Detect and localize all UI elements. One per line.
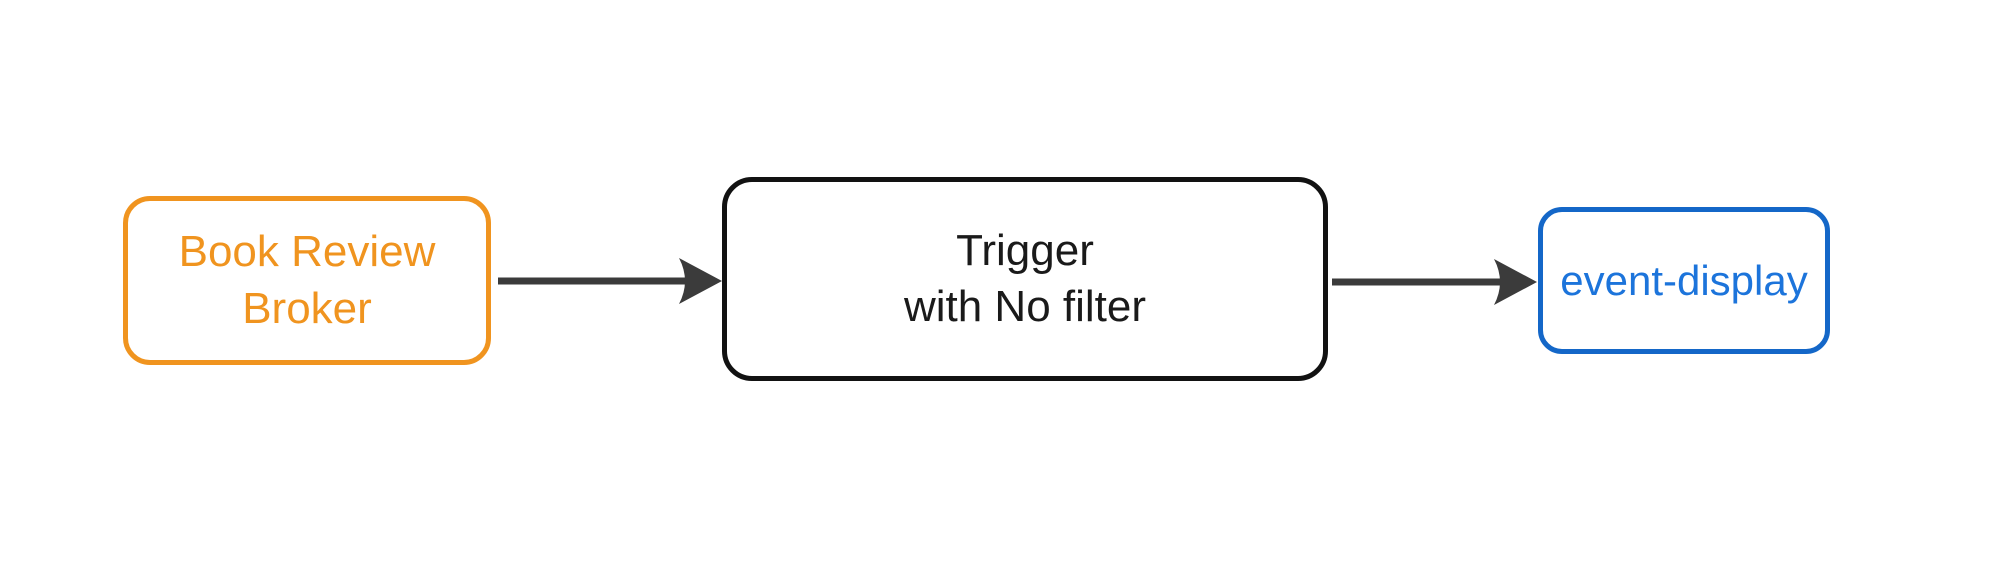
node-trigger-with-no-filter: Trigger with No filter xyxy=(722,177,1328,381)
node-label-line1: event-display xyxy=(1560,256,1808,304)
node-label-line1: Book Review xyxy=(178,227,436,277)
arrowhead-icon xyxy=(1494,259,1537,305)
node-label-line1: Trigger xyxy=(956,225,1094,275)
node-label-line2: with No filter xyxy=(903,282,1147,331)
node-label-line2: Broker xyxy=(242,283,372,333)
edge-trigger-to-event-display xyxy=(1332,259,1537,305)
node-event-display: event-display xyxy=(1538,207,1830,354)
node-book-review-broker: Book Review Broker xyxy=(123,196,491,365)
edge-broker-to-trigger xyxy=(498,258,722,304)
arrowhead-icon xyxy=(679,258,722,304)
